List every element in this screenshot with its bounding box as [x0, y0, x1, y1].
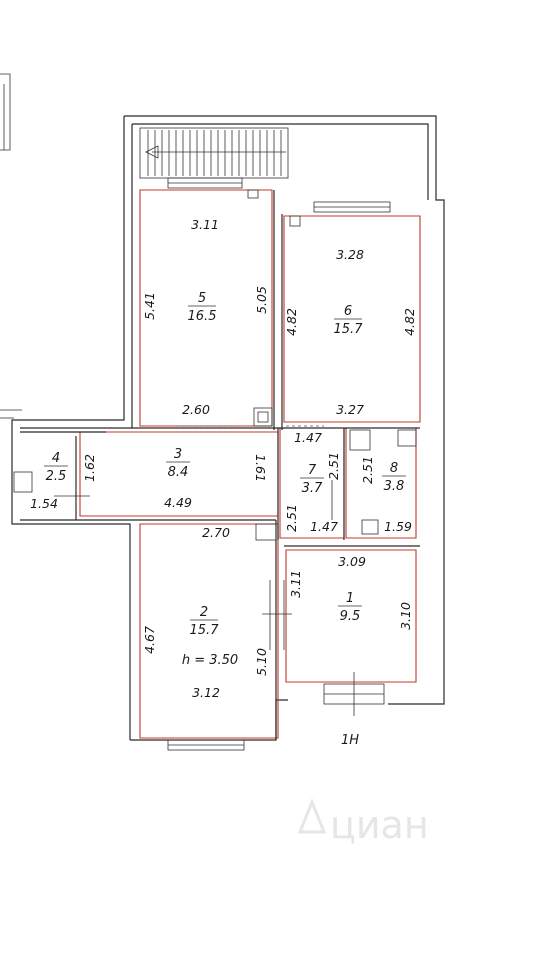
room-5-number: 5 [198, 291, 206, 306]
dim-r3-right: 1.61 [253, 454, 268, 482]
dim-r8-bottom: 1.59 [384, 519, 412, 534]
dim-r6-right: 4.82 [402, 308, 417, 336]
room-6-number: 6 [344, 304, 352, 319]
dim-r5-top: 3.11 [191, 217, 219, 232]
room-3-number: 3 [174, 447, 182, 462]
dim-r4-bottom: 1.54 [30, 496, 58, 511]
dim-r5-left: 5.41 [142, 292, 157, 320]
dim-r7-left: 2.51 [284, 504, 299, 532]
room-1-number: 1 [346, 591, 354, 606]
adjacent-building [0, 73, 22, 419]
dim-r7-right: 2.51 [326, 452, 341, 480]
room-8-number: 8 [390, 461, 398, 476]
watermark-text: циан [330, 803, 429, 847]
dim-r4-right: 1.62 [82, 454, 97, 482]
dim-r6-top: 3.28 [336, 247, 364, 262]
dim-r8-left: 2.51 [360, 456, 375, 484]
room-7-number: 7 [308, 463, 317, 478]
room-7-label: 7 3.7 [300, 463, 324, 496]
room-1-label: 1 9.5 [338, 591, 362, 624]
room-2-number: 2 [200, 605, 208, 620]
watermark: циан [297, 797, 429, 847]
room-1-outline [285, 549, 417, 683]
dim-r1-right: 3.10 [398, 602, 413, 630]
dim-r1-top: 3.09 [338, 554, 366, 569]
room-2-area: 15.7 [190, 623, 220, 638]
room-4-area: 2.5 [46, 469, 67, 484]
dim-r6-bottom: 3.27 [336, 402, 364, 417]
dim-r2-top: 2.70 [202, 525, 230, 540]
dim-r2-bottom: 3.12 [192, 685, 220, 700]
dimension-labels: 3.11 5.41 5.05 2.60 3.28 4.82 4.82 3.27 … [30, 217, 417, 700]
room-6-label: 6 15.7 [334, 304, 364, 337]
dim-r1-left: 3.11 [288, 570, 303, 598]
entrance-label: 1Н [341, 733, 359, 748]
dim-r2-right: 5.10 [254, 648, 269, 676]
room-3-label: 3 8.4 [166, 447, 190, 480]
watermark-logo-icon [297, 797, 327, 834]
room-6-outline [283, 215, 421, 423]
room-2-outline [139, 523, 279, 739]
dim-r5-bottom: 2.60 [182, 402, 210, 417]
room-5-area: 16.5 [188, 309, 217, 324]
dim-r2-left: 4.67 [142, 626, 157, 654]
room-labels: 5 16.5 6 15.7 3 8.4 4 2.5 7 3.7 8 3.8 [44, 291, 406, 668]
room-1-area: 9.5 [340, 609, 361, 624]
dim-r5-right: 5.05 [254, 286, 269, 314]
dim-r7-bottom: 1.47 [310, 519, 338, 534]
room-4-number: 4 [52, 451, 60, 466]
room-2-label: 2 15.7 h = 3.50 [182, 605, 238, 668]
staircase [139, 127, 289, 179]
room-7-area: 3.7 [302, 481, 323, 496]
room-8-label: 8 3.8 [382, 461, 406, 494]
dim-r3-bottom: 4.49 [164, 495, 192, 510]
dim-r7-top: 1.47 [294, 430, 322, 445]
windows [167, 177, 391, 751]
room-3-area: 8.4 [168, 465, 189, 480]
room-5-label: 5 16.5 [188, 291, 217, 324]
ceiling-height: h = 3.50 [182, 653, 238, 668]
dim-r6-left: 4.82 [284, 308, 299, 336]
room-4-label: 4 2.5 [44, 451, 68, 484]
room-6-area: 15.7 [334, 322, 364, 337]
interior-walls [13, 189, 420, 740]
room-8-area: 3.8 [384, 479, 405, 494]
